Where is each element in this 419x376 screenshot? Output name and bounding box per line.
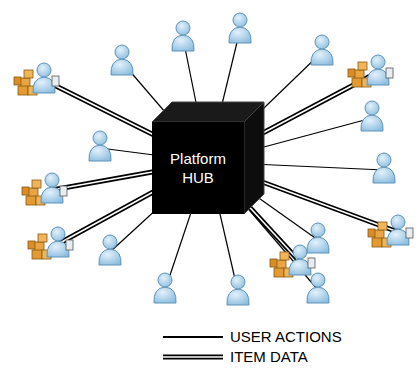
hub-label: Platform HUB [162, 149, 234, 187]
user-icon [311, 35, 333, 65]
user-icon [172, 21, 194, 51]
user-icon [154, 273, 176, 303]
user-icon [307, 223, 329, 253]
provider-icon [28, 227, 73, 259]
user-icon [99, 235, 121, 265]
cube-faces [152, 102, 264, 214]
user-icon [373, 153, 395, 183]
provider-icon [348, 55, 393, 87]
provider-icon [368, 215, 413, 247]
user-icon [307, 273, 329, 303]
provider-icon [270, 245, 315, 277]
cube-side [244, 102, 264, 214]
user-icon [361, 101, 383, 131]
hub-cube: Platform HUB [152, 122, 244, 214]
provider-icon [14, 63, 59, 95]
user-icon [89, 131, 111, 161]
user-icon [227, 275, 249, 305]
legend-single-line [163, 336, 223, 338]
legend-double-line-inner [163, 356, 223, 358]
legend-label: USER ACTIONS [230, 328, 342, 346]
user-icon [229, 13, 251, 43]
legend-double-line-outer [163, 355, 223, 360]
provider-icon [22, 173, 67, 205]
legend-label: ITEM DATA [230, 348, 308, 366]
user-icon [111, 45, 133, 75]
